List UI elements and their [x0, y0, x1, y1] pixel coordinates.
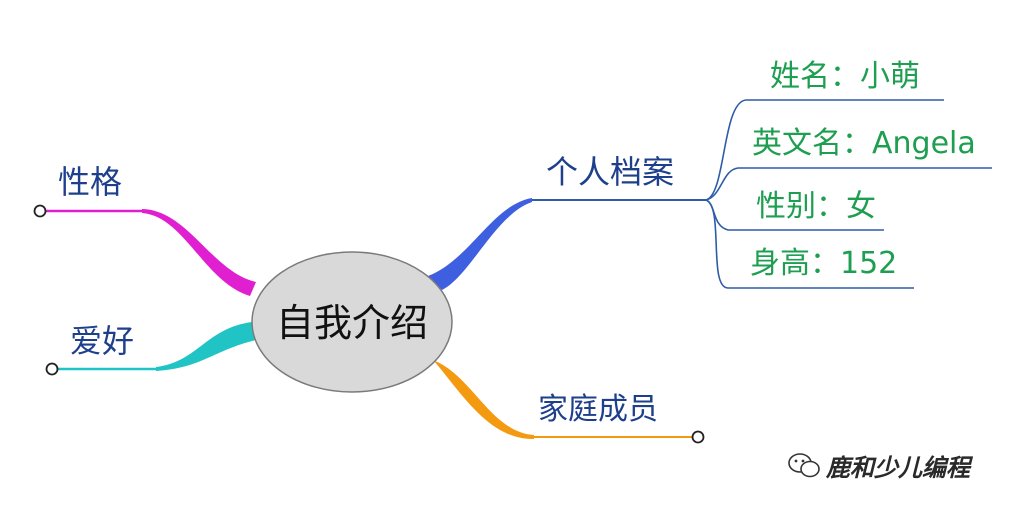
personality-branch — [142, 209, 256, 296]
profile-branch-label[interactable]: 个人档案 — [546, 153, 674, 191]
family-branch-label[interactable]: 家庭成员 — [538, 392, 658, 427]
personality-end-node[interactable] — [33, 204, 47, 218]
child-connector-height — [705, 199, 914, 289]
profile-child-name[interactable]: 姓名：小萌 — [770, 59, 920, 94]
child-connector-english-name — [705, 167, 992, 201]
hobby-branch-label[interactable]: 爱好 — [70, 322, 134, 360]
hobby-end-node[interactable] — [45, 362, 59, 376]
personality-branch-label[interactable]: 性格 — [58, 163, 122, 201]
center-node-label: 自我介绍 — [276, 301, 428, 345]
profile-child-gender[interactable]: 性别：女 — [756, 189, 876, 224]
child-connector-name — [705, 99, 944, 201]
center-node[interactable] — [251, 251, 453, 393]
profile-branch — [428, 198, 532, 290]
family-end-node[interactable] — [691, 430, 705, 444]
profile-children-connectors — [705, 99, 992, 289]
hobby-branch — [156, 322, 256, 371]
wechat-icon — [788, 453, 820, 478]
watermark: 鹿和少儿编程 — [788, 453, 974, 482]
family-branch — [420, 346, 534, 440]
profile-child-english-name[interactable]: 英文名：Angela — [752, 126, 976, 161]
watermark-text: 鹿和少儿编程 — [825, 454, 974, 482]
profile-child-height[interactable]: 身高：152 — [750, 246, 897, 281]
